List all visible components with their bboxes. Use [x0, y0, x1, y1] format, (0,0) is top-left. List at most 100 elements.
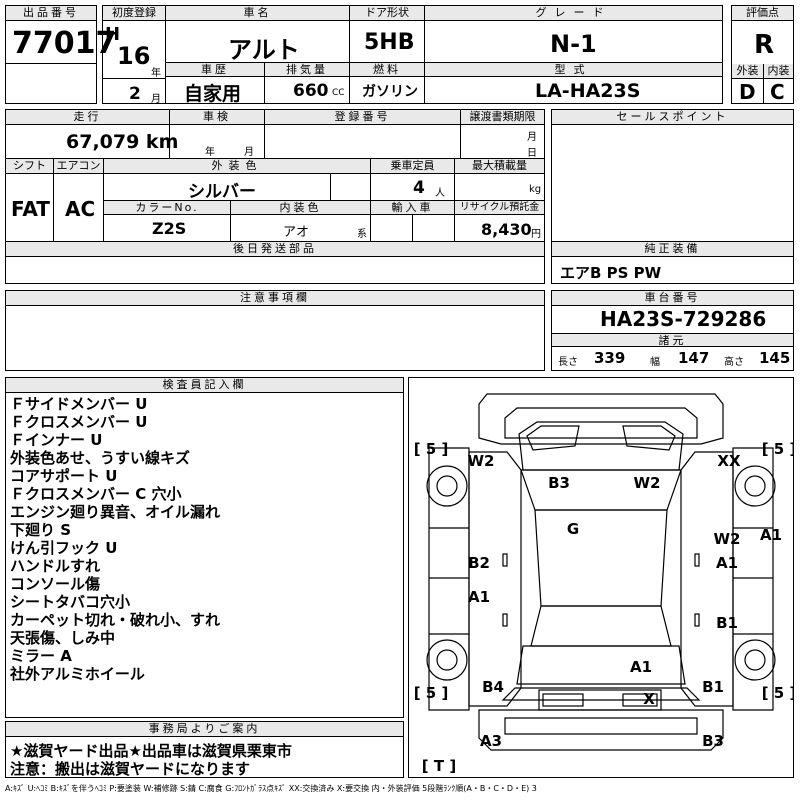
load-box: 最大積載量 kg	[454, 158, 545, 201]
right-side-body	[680, 451, 734, 707]
remark-line: カーペット切れ・破れ小、すれ	[10, 611, 221, 629]
mileage-value: 67,079 km	[66, 131, 179, 153]
mark-b4: B4	[482, 678, 504, 696]
history-box: 車歴 自家用	[165, 62, 265, 105]
ext-color-value: シルバー	[188, 182, 256, 202]
remark-line: ハンドルすれ	[10, 557, 101, 575]
int-color-value: アオ	[283, 225, 310, 240]
capacity-value: 4	[413, 178, 425, 198]
inspection-box: 車検 年 月	[169, 109, 265, 159]
remark-line: 天張傷、しみ中	[10, 629, 116, 647]
shift-value: FAT	[11, 197, 50, 221]
remark-line: 社外アルミホイール	[10, 665, 145, 683]
mark-x: X	[643, 690, 655, 708]
lot-number-box: 出品番号 77017	[5, 5, 116, 104]
mark-a1-c: A1	[630, 658, 652, 676]
registration-era: H	[105, 24, 121, 45]
interior-score: C	[770, 80, 785, 104]
door-value: 5HB	[364, 30, 415, 55]
fuel-value: ガソリン	[362, 84, 418, 100]
shift-box: シフト FAT	[5, 158, 54, 242]
mark-t: [ T ]	[422, 757, 456, 775]
car-damage-diagram: [ 5 ] [ 5 ] [ 5 ] [ 5 ] [ T ] W2 XX B3 W…	[414, 393, 793, 775]
equipment-value: エアB PS PW	[560, 264, 662, 282]
hood-outline	[518, 421, 684, 471]
transfer-box: 譲渡書類期限 月 日	[460, 109, 545, 159]
fuel-box: 燃料 ガソリン	[349, 62, 425, 104]
registration-year: 16	[117, 42, 151, 70]
mark-b2: B2	[468, 554, 490, 572]
remark-line: Ｆサイドメンバー U	[10, 395, 148, 413]
remark-line: コアサポート U	[10, 467, 118, 485]
rear-bumper-outline	[478, 709, 724, 751]
front-bumper-inner	[504, 407, 698, 439]
score-box: 評価点 R 外装 内装 D C	[731, 5, 794, 104]
int-color-box: 内装色 アオ 系	[230, 200, 371, 242]
office-box: 事務局よりご案内 ★滋賀ヤード出品★出品車は滋賀県栗東市 注意：搬出は滋賀ヤード…	[5, 721, 404, 778]
office-line-1: ★滋賀ヤード出品★出品車は滋賀県栗東市	[10, 742, 292, 760]
left-side-body	[468, 451, 522, 707]
front-bumper-outline	[478, 393, 724, 445]
door-box: ドア形状 5HB	[349, 5, 425, 63]
notes-box: 注意事項欄	[5, 290, 545, 371]
mark-a1-l: A1	[468, 588, 490, 606]
remark-line: ミラー A	[10, 647, 72, 665]
sales-point-box: セールスポイント	[551, 109, 794, 257]
roof	[534, 509, 668, 607]
aircon-value: AC	[65, 197, 96, 221]
remark-line: Ｆクロスメンバー C 穴小	[10, 485, 182, 503]
remark-line: 下廻り S	[10, 521, 72, 539]
plate-box: 登録番号	[264, 109, 461, 159]
import-box: 輸入車	[370, 200, 455, 242]
right-door-panel	[732, 447, 774, 711]
mark-bl: [ 5 ]	[414, 684, 449, 702]
registration-label: 初度登録	[103, 6, 165, 21]
later-parts-box: 後日発送部品	[5, 241, 545, 284]
remark-line: Ｆクロスメンバー U	[10, 413, 148, 431]
history-value: 自家用	[184, 83, 242, 105]
mark-a1-rd: A1	[716, 554, 738, 572]
rear-glass	[530, 605, 672, 647]
mark-a1-r: A1	[760, 526, 782, 544]
height-value: 145	[759, 349, 791, 367]
displacement-value: 660	[293, 81, 329, 101]
mark-b1-rd: B1	[716, 614, 738, 632]
mark-a3: A3	[480, 732, 502, 750]
inspector-box: 検査員記入欄 Ｆサイドメンバー U Ｆクロスメンバー U Ｆインナー U 外装色…	[5, 377, 404, 718]
car-name-value: アルト	[228, 36, 300, 64]
lot-number-label: 出品番号	[6, 6, 96, 21]
mark-b1: B1	[702, 678, 724, 696]
ext-color-box: 外装色 シルバー	[103, 158, 371, 202]
remark-line: Ｆインナー U	[10, 431, 103, 449]
grade-box: グレード N-1	[424, 5, 723, 63]
damage-diagram-box: [ 5 ] [ 5 ] [ 5 ] [ 5 ] [ T ] W2 XX B3 W…	[408, 377, 794, 778]
office-line-2: 注意：搬出は滋賀ヤードになります	[10, 760, 251, 778]
legend-text: A:ｷｽﾞ U:ﾍｺﾐ B:ｷｽﾞを伴うﾍｺﾐ P:要塗装 W:補修跡 S:錆 …	[5, 784, 537, 793]
lot-number-value: 77017	[12, 26, 117, 61]
width-value: 147	[678, 349, 710, 367]
remark-line: シートタバコ穴小	[10, 593, 131, 611]
trunk-outline	[516, 645, 686, 685]
mark-b3-br: B3	[702, 732, 724, 750]
length-value: 339	[594, 349, 626, 367]
remark-line: コンソール傷	[10, 575, 101, 593]
mark-tl: [ 5 ]	[414, 440, 449, 458]
headlight-right	[622, 425, 676, 451]
model-box: 型式 LA-HA23S	[424, 62, 723, 104]
color-no-value: Z2S	[152, 219, 187, 238]
mark-tr: [ 5 ]	[762, 440, 793, 458]
remark-line: 外装色あせ、うすい線キズ	[10, 449, 191, 467]
car-name-box: 車名 アルト	[165, 5, 350, 64]
displacement-box: 排気量 660 CC	[264, 62, 350, 104]
equipment-box: 純正装備 エアB PS PW	[551, 241, 794, 284]
mark-w2-fl: W2	[468, 452, 495, 470]
registration-box: 初度登録 H 16 年 2 月	[102, 5, 166, 105]
remark-line: けん引フック U	[10, 539, 118, 557]
chassis-box: 車台番号 HA23S-729286 諸元 長さ 339 幅 147 高さ 145	[551, 290, 794, 371]
registration-month: 2	[129, 84, 141, 104]
headlight-left	[526, 425, 580, 451]
remark-line: エンジン廻り異音、オイル漏れ	[10, 503, 221, 521]
mileage-box: 走行 67,079 km	[5, 109, 178, 159]
score-value: R	[754, 30, 775, 60]
left-door-panel	[428, 447, 470, 711]
